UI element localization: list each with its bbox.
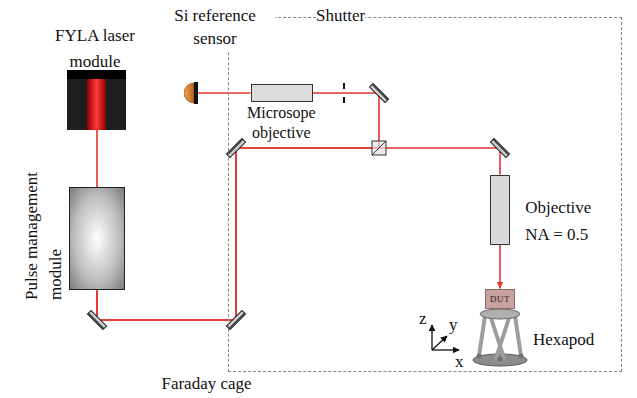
laser-module: FYLA laser module xyxy=(67,70,126,130)
device-under-test: DUT xyxy=(485,289,515,309)
laser-beam xyxy=(97,93,379,320)
reference-sensor: Si reference sensor xyxy=(184,82,198,104)
shutter-label: Shutter xyxy=(316,5,365,27)
dut-label: DUT xyxy=(486,290,514,308)
mirror xyxy=(87,310,106,329)
sensor-symbol xyxy=(184,82,198,104)
component-label: Microsope objective xyxy=(236,103,326,143)
component-label: Objective NA = 0.5 xyxy=(525,194,609,248)
shutter-symbol xyxy=(343,83,345,103)
mirror xyxy=(226,138,245,157)
pulse-module: Pulse management module xyxy=(69,187,125,290)
beam-splitter xyxy=(372,141,386,155)
component-label: FYLA laser module xyxy=(40,23,150,75)
hexapod-label: Hexapod xyxy=(533,330,594,350)
mirror xyxy=(226,310,245,329)
laser-beam xyxy=(97,148,500,320)
laser-beam xyxy=(198,92,251,94)
focusing-objective: Objective NA = 0.5 xyxy=(490,175,510,245)
component-label: Si reference sensor xyxy=(155,4,275,50)
laser-beam xyxy=(499,245,501,289)
axis-label: z xyxy=(419,309,427,329)
component-label: Pulse management module xyxy=(20,140,68,300)
hexapod-illustration xyxy=(473,309,527,366)
axis-label: y xyxy=(449,315,458,335)
microscope-objective: Microsope objective xyxy=(251,84,313,102)
mirror xyxy=(490,138,509,157)
region-label: Faraday cage xyxy=(142,374,272,394)
laser-beam xyxy=(96,130,98,187)
mirror xyxy=(369,83,388,102)
axis-label: x xyxy=(455,352,464,372)
